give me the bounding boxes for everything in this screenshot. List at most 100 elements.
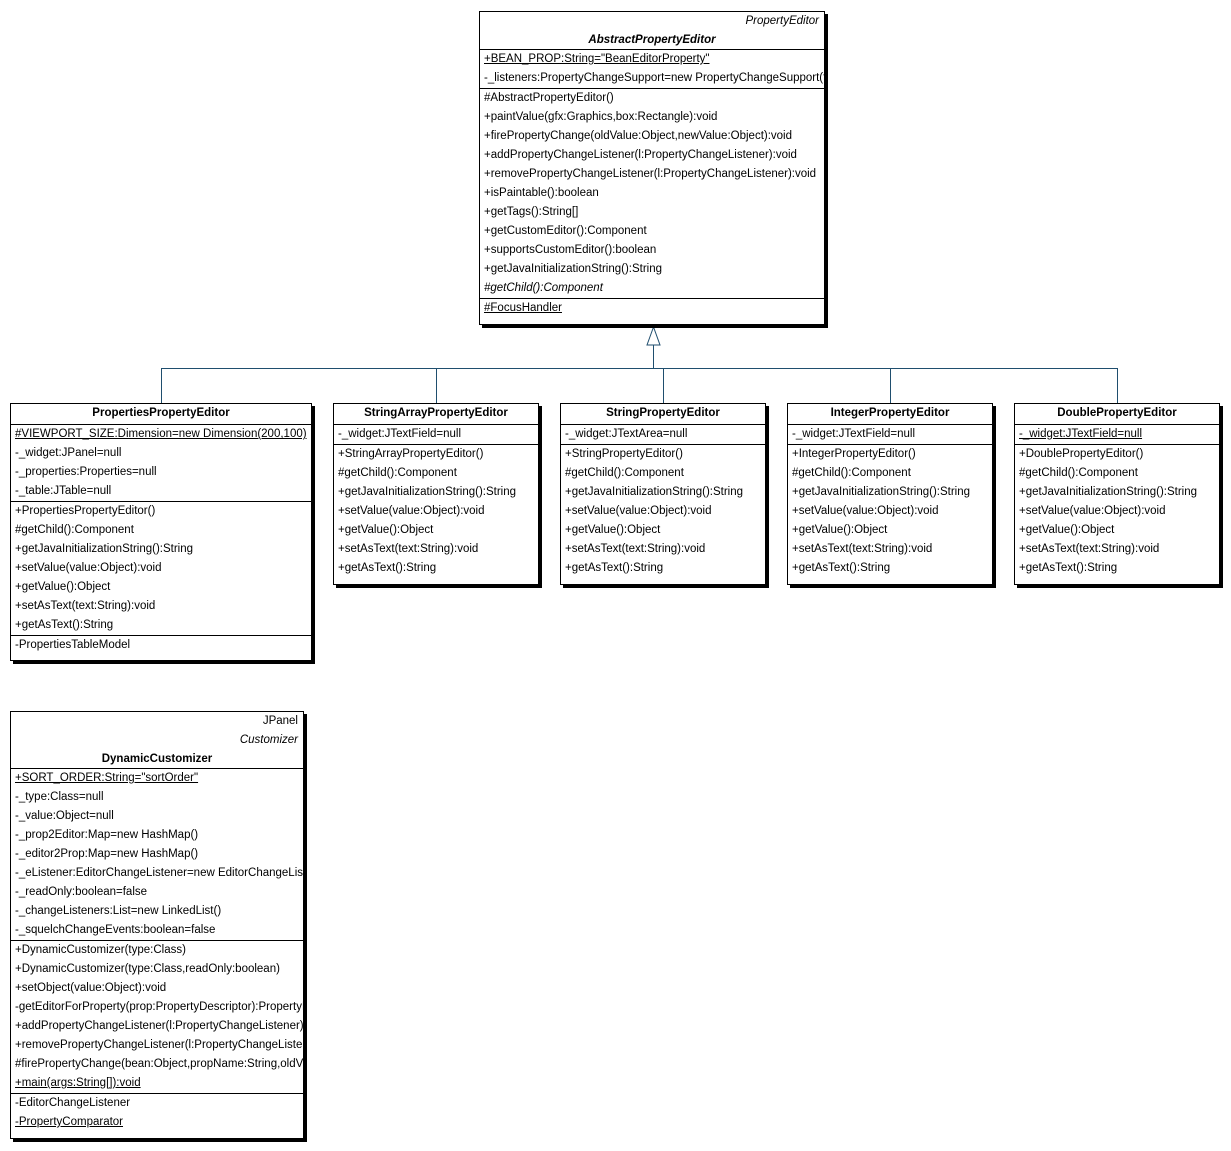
operation-row: +setValue(value:Object):void — [15, 562, 162, 574]
class-name: AbstractPropertyEditor — [588, 34, 716, 46]
operation-row: +DynamicCustomizer(type:Class,readOnly:b… — [15, 963, 280, 975]
class-name: PropertiesPropertyEditor — [92, 407, 230, 419]
class-string-property-editor[interactable]: StringPropertyEditor -_widget:JTextArea=… — [560, 403, 766, 585]
operation-row: #getChild():Component — [338, 467, 457, 479]
class-header: StringPropertyEditor — [561, 404, 765, 425]
operation-row: +DoublePropertyEditor() — [1019, 448, 1144, 460]
attribute-row: -_table:JTable=null — [15, 485, 112, 497]
attribute-row: -_properties:Properties=null — [15, 466, 157, 478]
superclass-label: JPanel — [262, 715, 298, 727]
operation-row: +getAsText():String — [565, 562, 664, 574]
class-dynamic-customizer[interactable]: JPanel Customizer DynamicCustomizer +SOR… — [10, 711, 304, 1139]
inner-class-row: -PropertiesTableModel — [15, 639, 131, 651]
attribute-row: -_widget:JTextField=null — [792, 428, 916, 440]
inner-class-row: -PropertyComparator — [15, 1116, 124, 1128]
operations-compartment: +DynamicCustomizer(type:Class) +DynamicCu… — [11, 941, 303, 1094]
class-header: DoublePropertyEditor — [1015, 404, 1219, 425]
operation-row: #AbstractPropertyEditor() — [484, 92, 614, 104]
operation-row: #getChild():Component — [15, 524, 134, 536]
attribute-row: -_type:Class=null — [15, 791, 104, 803]
attributes-compartment: -_widget:JTextField=null — [334, 425, 538, 445]
operation-row: +firePropertyChange(oldValue:Object,newV… — [484, 130, 793, 142]
attribute-row: -_eListener:EditorChangeListener=new Edi… — [15, 867, 303, 879]
attributes-compartment: +SORT_ORDER:String="sortOrder" -_type:Cla… — [11, 769, 303, 941]
operation-row: +setValue(value:Object):void — [338, 505, 485, 517]
class-name: DynamicCustomizer — [101, 753, 213, 765]
operation-row: +getAsText():String — [338, 562, 437, 574]
operation-row: +getJavaInitializationString():String — [15, 543, 194, 555]
class-integer-property-editor[interactable]: IntegerPropertyEditor -_widget:JTextFiel… — [787, 403, 993, 585]
operation-row: +IntegerPropertyEditor() — [792, 448, 916, 460]
operations-compartment: +IntegerPropertyEditor()#getChild():Comp… — [788, 445, 992, 578]
operation-row: +getValue():Object — [338, 524, 434, 536]
operation-row: +setObject(value:Object):void — [15, 982, 167, 994]
operation-row: #getChild():Component — [484, 282, 603, 294]
class-header: IntegerPropertyEditor — [788, 404, 992, 425]
operation-row: +addPropertyChangeListener(l:PropertyCha… — [15, 1020, 303, 1032]
operation-row: +getJavaInitializationString():String — [338, 486, 517, 498]
operation-row: #getChild():Component — [565, 467, 684, 479]
operation-row: +getAsText():String — [1019, 562, 1118, 574]
attribute-row: -_widget:JTextField=null — [338, 428, 462, 440]
operations-compartment: +StringPropertyEditor()#getChild():Compo… — [561, 445, 765, 578]
operations-compartment: +DoublePropertyEditor() #getChild():Compo… — [1015, 445, 1219, 578]
attributes-compartment: -_widget:JTextField=null — [788, 425, 992, 445]
class-name: StringPropertyEditor — [606, 407, 720, 419]
operation-row: +getJavaInitializationString():String — [1019, 486, 1198, 498]
operation-row: +supportsCustomEditor():boolean — [484, 244, 657, 256]
class-header: JPanel Customizer DynamicCustomizer — [11, 712, 303, 769]
stereotype-label: Customizer — [239, 734, 298, 746]
operations-compartment: +PropertiesPropertyEditor()#getChild():C… — [11, 502, 311, 636]
operation-row: +getJavaInitializationString():String — [565, 486, 744, 498]
class-double-property-editor[interactable]: DoublePropertyEditor -_widget:JTextField… — [1014, 403, 1220, 585]
operation-row: +addPropertyChangeListener(l:PropertyCha… — [484, 149, 797, 161]
attribute-row: #VIEWPORT_SIZE:Dimension=new Dimension(2… — [15, 428, 307, 440]
operation-row: +setValue(value:Object):void — [1019, 505, 1166, 517]
attribute-row: -_prop2Editor:Map=new HashMap() — [15, 829, 199, 841]
operation-row: #getChild():Component — [1019, 467, 1138, 479]
operations-compartment: +StringArrayPropertyEditor() #getChild():… — [334, 445, 538, 578]
operation-row: +DynamicCustomizer(type:Class) — [15, 944, 186, 956]
attribute-row: -_editor2Prop:Map=new HashMap() — [15, 848, 199, 860]
attributes-compartment: -_widget:JTextArea=null — [561, 425, 765, 445]
attributes-compartment: +BEAN_PROP:String="BeanEditorProperty" -_… — [480, 50, 824, 89]
operation-row: +setAsText(text:String):void — [565, 543, 706, 555]
generalization-arrowhead — [646, 325, 661, 346]
operation-row: +StringArrayPropertyEditor() — [338, 448, 484, 460]
operation-row: +getAsText():String — [15, 619, 114, 631]
attribute-row: +SORT_ORDER:String="sortOrder" — [15, 772, 199, 784]
operations-compartment: #AbstractPropertyEditor()+paintValue(gfx… — [480, 89, 824, 299]
attribute-row: -_listeners:PropertyChangeSupport=new Pr… — [484, 72, 824, 84]
attribute-row: -_widget:JTextField=null — [1019, 428, 1143, 440]
class-string-array-property-editor[interactable]: StringArrayPropertyEditor -_widget:JText… — [333, 403, 539, 585]
operation-row: +main(args:String[]):void — [15, 1077, 141, 1089]
operation-row: +isPaintable():boolean — [484, 187, 599, 199]
operation-row: +removePropertyChangeListener(l:Property… — [484, 168, 817, 180]
inner-class-row: -EditorChangeListener — [15, 1097, 131, 1109]
inner-classes-compartment: -PropertiesTableModel — [11, 636, 311, 655]
operation-row: +getCustomEditor():Component — [484, 225, 647, 237]
attribute-row: -_value:Object=null — [15, 810, 114, 822]
stereotype-label: PropertyEditor — [745, 15, 819, 27]
attribute-row: -_changeListeners:List=new LinkedList() — [15, 905, 222, 917]
attribute-row: -_squelchChangeEvents:boolean=false — [15, 924, 216, 936]
attribute-row: -_widget:JTextArea=null — [565, 428, 688, 440]
operation-row: +removePropertyChangeListener(l:Property… — [15, 1039, 303, 1051]
operation-row: +setAsText(text:String):void — [1019, 543, 1160, 555]
operation-row: +setAsText(text:String):void — [338, 543, 479, 555]
operation-row: +getJavaInitializationString():String — [792, 486, 971, 498]
attribute-row: -_widget:JPanel=null — [15, 447, 122, 459]
attribute-row: -_readOnly:boolean=false — [15, 886, 148, 898]
class-name: StringArrayPropertyEditor — [364, 407, 508, 419]
class-properties-property-editor[interactable]: PropertiesPropertyEditor #VIEWPORT_SIZE:… — [10, 403, 312, 661]
operation-row: +getValue():Object — [1019, 524, 1115, 536]
operation-row: +getValue():Object — [15, 581, 111, 593]
operation-row: +getValue():Object — [792, 524, 888, 536]
operation-row: #firePropertyChange(bean:Object,propName… — [15, 1058, 303, 1070]
class-header: PropertiesPropertyEditor — [11, 404, 311, 425]
attribute-row: +BEAN_PROP:String="BeanEditorProperty" — [484, 53, 710, 65]
class-header: StringArrayPropertyEditor — [334, 404, 538, 425]
class-abstract-property-editor[interactable]: PropertyEditor AbstractPropertyEditor +B… — [479, 11, 825, 325]
operation-row: +setAsText(text:String):void — [15, 600, 156, 612]
